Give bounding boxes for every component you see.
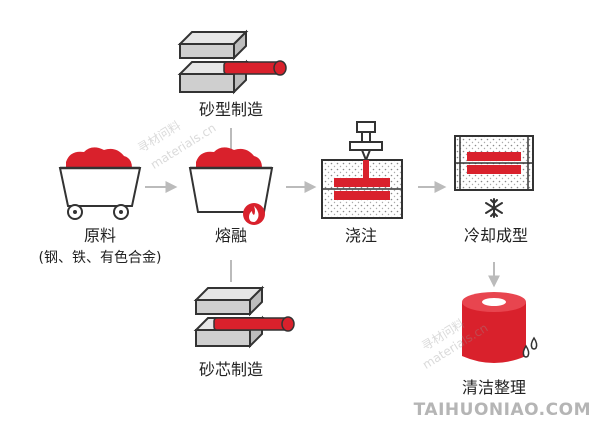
pouring-mold-icon: [321, 121, 403, 219]
pouring-label: 浇注: [344, 226, 377, 245]
sand-mold-label: 砂型制造: [198, 100, 263, 119]
cooling-mold-icon: [454, 135, 534, 191]
furnace-cart-icon: [188, 147, 274, 213]
raw-material-subtitle: (钢、铁、有色合金): [38, 250, 162, 266]
sand-core-press-icon: [193, 285, 295, 349]
flow-connectors: [145, 128, 500, 288]
flame-icon: [243, 203, 265, 225]
cleaning-label: 清洁整理: [461, 378, 526, 397]
snowflake-icon: [485, 198, 503, 218]
melting-label: 熔融: [214, 226, 247, 245]
raw-material-label: 原料: [83, 226, 116, 245]
sand-core-label: 砂芯制造: [198, 360, 263, 379]
brand-watermark: TAIHUONIAO.COM: [405, 397, 599, 423]
mine-cart-icon: [58, 147, 142, 220]
sand-mold-press-icon: [177, 29, 287, 95]
cooling-label: 冷却成型: [463, 226, 528, 245]
casting-cylinder-icon: [462, 292, 538, 363]
